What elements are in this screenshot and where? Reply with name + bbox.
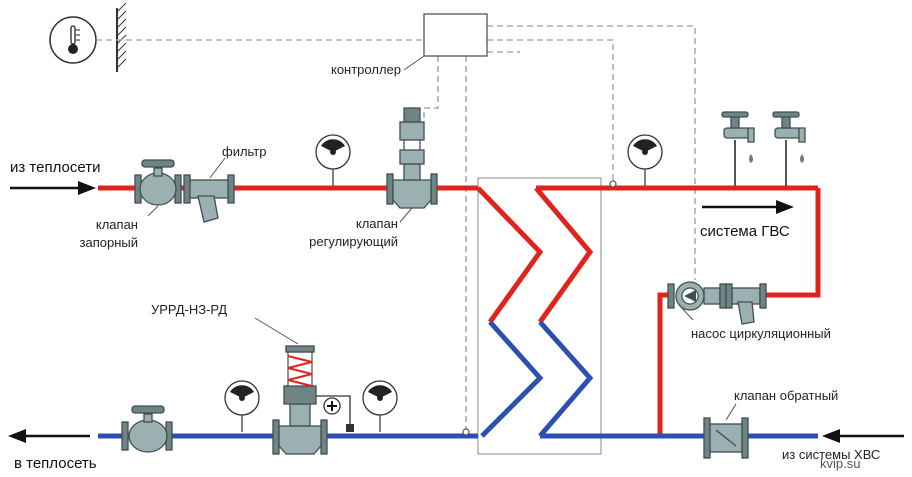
pump-strainer xyxy=(725,283,767,325)
water-tap-icon xyxy=(721,111,755,186)
pressure-gauge-icon xyxy=(315,134,351,186)
shutoff-valve-label-2: запорный xyxy=(80,235,138,250)
pressure-gauge-icon xyxy=(362,380,398,432)
shutoff-valve-label-1: клапан xyxy=(96,217,138,232)
strainer-filter xyxy=(183,174,235,223)
outflow-arrow xyxy=(8,429,90,443)
impulse-tube xyxy=(316,395,354,432)
controller-box xyxy=(423,13,488,57)
circulation-pump-label: насос циркуляционный xyxy=(691,326,831,341)
pressure-regulator xyxy=(272,345,328,455)
from-network-label: из теплосети xyxy=(10,159,100,176)
return-shutoff-valve xyxy=(121,405,173,453)
signal-lines xyxy=(96,25,696,430)
from-cold-water-label: из системы ХВС xyxy=(782,447,880,462)
circulation-pump xyxy=(667,281,727,311)
supply-temp-sensor xyxy=(609,180,617,188)
controller-label: контроллер xyxy=(331,62,401,77)
regulator-label: УРРД-НЗ-РД xyxy=(151,302,227,317)
supply-shutoff-valve xyxy=(134,159,182,206)
control-valve xyxy=(386,107,438,209)
control-valve-label-1: клапан xyxy=(356,216,398,231)
pressure-gauge-icon xyxy=(627,134,663,186)
hot-water-system-label: система ГВС xyxy=(700,223,790,240)
to-network-label: в теплосеть xyxy=(14,455,97,472)
return-temp-sensor xyxy=(462,428,470,436)
control-valve-label-2: регулирующий xyxy=(309,234,398,249)
check-valve xyxy=(703,417,749,459)
watermark: kvip.su xyxy=(820,456,860,471)
hot-water-arrow xyxy=(702,200,794,214)
filter-label: фильтр xyxy=(222,144,266,159)
inflow-arrow xyxy=(10,181,96,195)
building-wall xyxy=(116,2,127,72)
cold-water-arrow xyxy=(822,429,904,443)
water-tap-icon xyxy=(772,111,806,186)
outdoor-thermometer-icon xyxy=(49,16,97,64)
pressure-gauge-icon xyxy=(224,380,260,432)
heat-exchanger xyxy=(477,177,602,455)
check-valve-label: клапан обратный xyxy=(734,388,838,403)
